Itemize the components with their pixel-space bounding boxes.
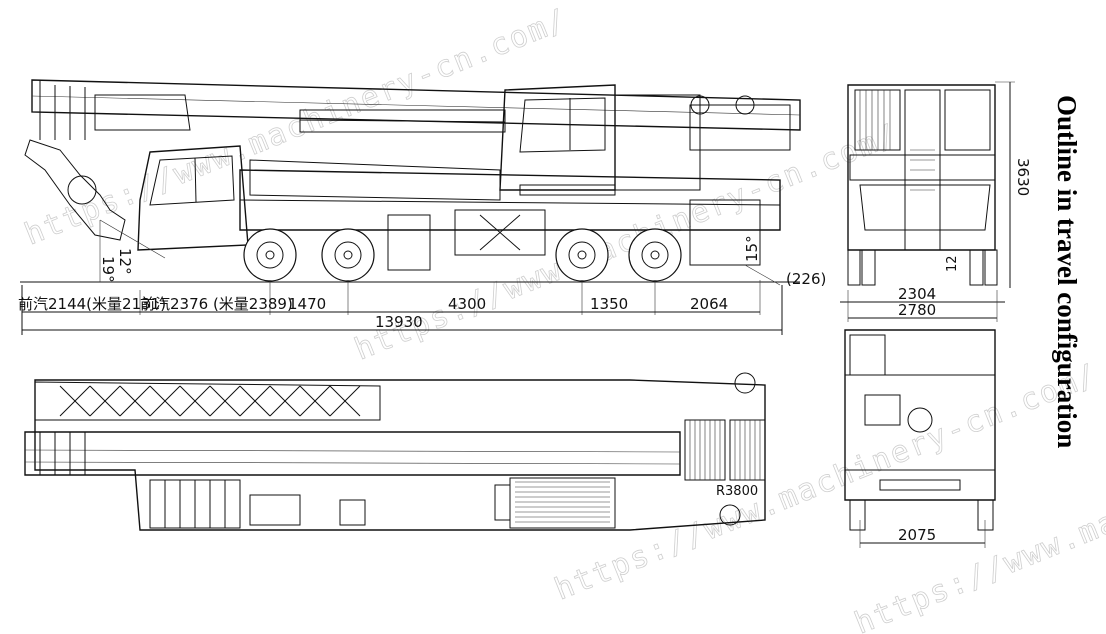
dim-rear-clearance: (226) [786, 270, 826, 288]
dim-small: 12 [945, 255, 960, 272]
dim-overall-length: 13930 [375, 313, 423, 331]
dim-approach-angle: 12° [116, 248, 134, 275]
dim-wheelbase-2: 4300 [448, 295, 486, 313]
drawing-title: Outline in travel configuration [1052, 95, 1082, 448]
watermark-1: https://www.machinery-cn.com/ [20, 2, 573, 252]
top-view-tag: R3800 [716, 484, 758, 499]
front-view: 3630 2304 2780 12 [840, 81, 1032, 322]
top-view: R3800 [24, 372, 766, 531]
dim-wheelbase-3: 1350 [590, 295, 628, 313]
dim-overall-width: 2780 [898, 301, 936, 319]
dim-rear-track: 2075 [898, 526, 936, 544]
dim-front-track: 2304 [898, 285, 936, 303]
side-view: 前汽2144(米量2131) 前汽2376 (米量2389) 1470 4300… [18, 79, 826, 335]
dim-axle-front: 前汽2376 (米量2389) [140, 295, 293, 313]
dim-rear-overhang: 2064 [690, 295, 728, 313]
dim-approach-angle-alt: 19° [99, 256, 117, 283]
dim-departure-angle: 15° [743, 235, 761, 262]
dim-height: 3630 [1014, 158, 1032, 196]
dim-wheelbase-1: 1470 [288, 295, 326, 313]
dim-front-overhang: 前汽2144(米量2131) [18, 295, 166, 313]
rear-view: 2075 [844, 329, 996, 548]
